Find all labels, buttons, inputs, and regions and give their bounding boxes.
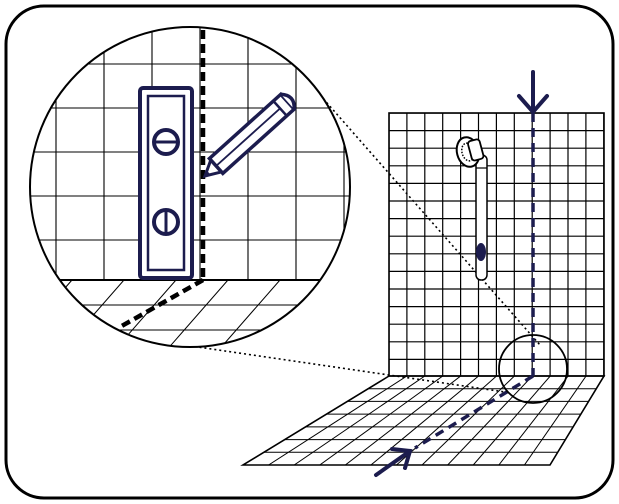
shower-head-icon bbox=[455, 136, 488, 281]
pencil-icon bbox=[202, 91, 297, 179]
shower-wall bbox=[388, 112, 605, 377]
zoom-line-top bbox=[319, 94, 541, 346]
arrow-down-icon bbox=[517, 70, 549, 116]
arrow-up-right-icon bbox=[374, 447, 413, 477]
magnified-floor-line bbox=[118, 278, 205, 329]
floor-reference-line bbox=[414, 374, 534, 450]
bubble-level-icon bbox=[138, 86, 194, 280]
detail-highlight-circle bbox=[498, 334, 568, 404]
